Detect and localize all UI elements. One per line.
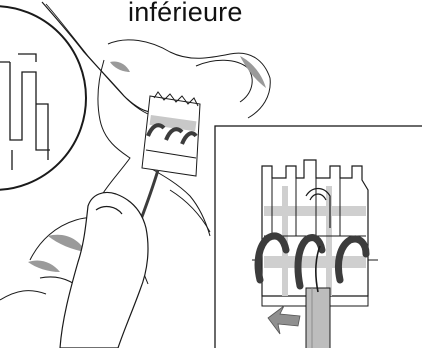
small-connector xyxy=(142,92,200,176)
small-cable xyxy=(140,170,158,222)
detail-inset xyxy=(215,126,422,348)
finger xyxy=(60,193,148,348)
magnifier-circle xyxy=(0,6,86,190)
